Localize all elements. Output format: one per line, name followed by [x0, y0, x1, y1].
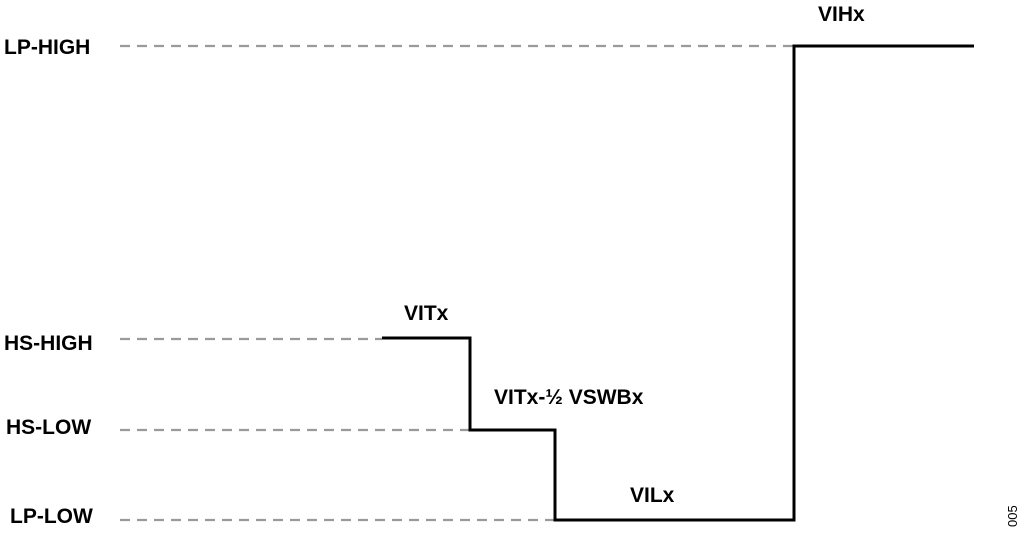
- annotation-vihx: VIHx: [818, 3, 865, 26]
- level-label-hs-low: HS-LOW: [6, 416, 91, 439]
- annotation-vilx: VILx: [630, 484, 675, 507]
- figure-number: 005: [1005, 505, 1020, 527]
- level-label-hs-high: HS-HIGH: [4, 332, 93, 355]
- signal-waveform: [382, 44, 974, 522]
- annotation-vitx-half-vswbx: VITx-½ VSWBx: [494, 386, 644, 409]
- level-label-lp-high: LP-HIGH: [4, 36, 90, 59]
- annotation-vitx: VITx: [404, 302, 449, 325]
- level-label-lp-low: LP-LOW: [10, 505, 93, 528]
